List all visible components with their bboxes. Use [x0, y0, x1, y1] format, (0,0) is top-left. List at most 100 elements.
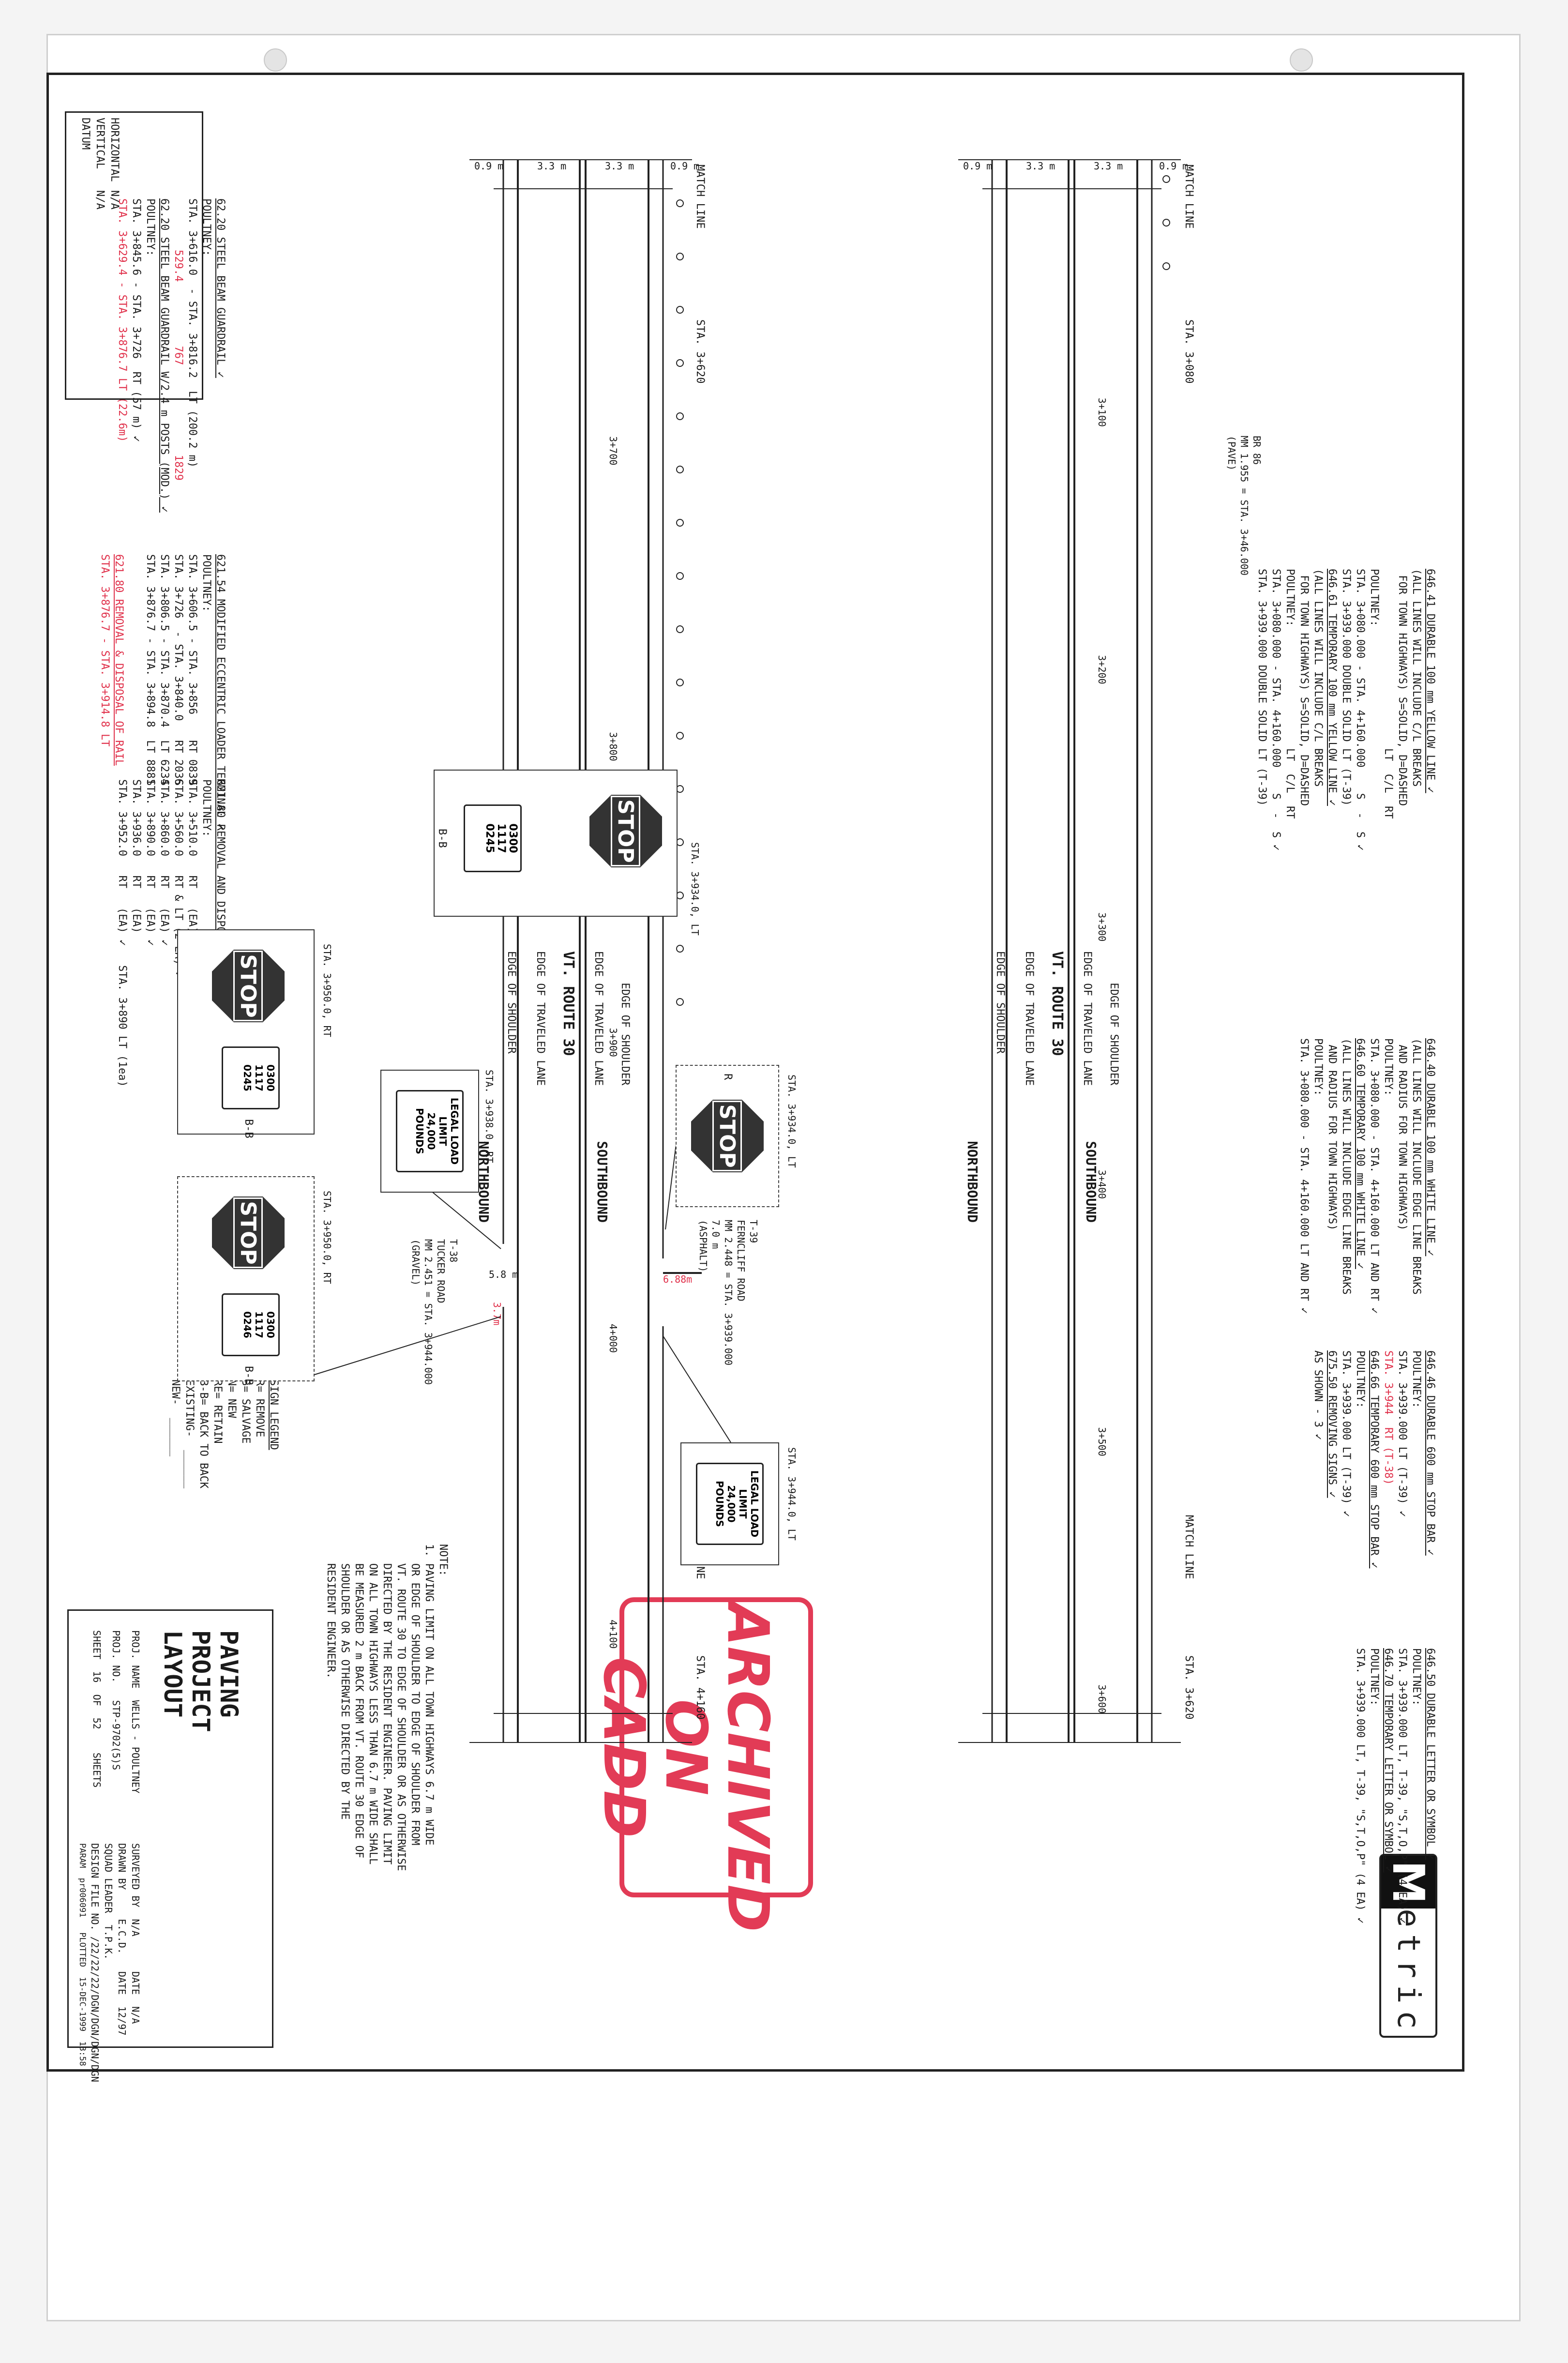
sign-station: STA. 3+934.0, LT [786, 1075, 798, 1168]
upper-plan-station-label: 3+600 [1096, 1684, 1108, 1713]
upper-plan-etl-bot: EDGE OF TRAVELED LANE [1023, 951, 1035, 1086]
guidepost-icon [1162, 219, 1170, 227]
sign-panel-s2: STOP R [676, 1065, 779, 1207]
sign-station: STA. 3+938.0, RT [483, 1070, 495, 1163]
upper-plan-station-label: 3+500 [1096, 1427, 1108, 1456]
upper-plan-station-label: 3+200 [1096, 655, 1108, 684]
punch-hole [1290, 48, 1313, 72]
upper-plan-station-label: 3+400 [1096, 1170, 1108, 1199]
lower-plan-station-label: 4+100 [607, 1620, 619, 1649]
upper-plan-match-sta: STA. 3+080 [1183, 319, 1195, 383]
lower-plan-dim-label: 0.9 m [474, 160, 503, 172]
sign-leader [665, 1132, 678, 1230]
lower-plan-dim-label: 3.3 m [537, 160, 566, 172]
dim-6-88: 6.88m [663, 1273, 692, 1285]
upper-plan-match-label: MATCH LINE [1183, 165, 1195, 228]
t38-label: T-38TUCKER ROADMM 2.451 = STA. 3+944.000… [410, 1239, 459, 1385]
upper-plan-northbound: NORTHBOUND [965, 1141, 980, 1223]
guidepost-icon [676, 519, 684, 527]
upper-plan-eos-top: EDGE OF SHOULDER [1108, 983, 1120, 1086]
guidepost-icon [676, 785, 684, 793]
stop-sign-icon: STOP [589, 795, 662, 867]
sign-leader [430, 1190, 501, 1249]
upper-plan-dim-label: 3.3 m [1094, 160, 1123, 172]
upper-plan-dim-label: 0.9 m [1159, 160, 1188, 172]
lower-plan-station-label: 3+900 [607, 1028, 619, 1057]
guidepost-icon [1162, 262, 1170, 270]
lower-plan-etl-bot: EDGE OF TRAVELED LANE [534, 951, 546, 1086]
guidepost-icon [676, 892, 684, 899]
guidepost-icon [676, 306, 684, 314]
lower-plan-match-sta: STA. 4+160 [694, 1655, 706, 1719]
drawing-border [46, 73, 1464, 2072]
sign-station: STA. 3+934.0, LT [689, 842, 701, 936]
stop-sign-icon: STOP [212, 950, 285, 1022]
lower-plan-dim-label: 3.3 m [605, 160, 634, 172]
upper-plan-route: VT. ROUTE 30 [1049, 951, 1066, 1056]
upper-plan-station-label: 3+100 [1096, 398, 1108, 427]
sign-station: STA. 3+950.0, RT [321, 944, 333, 1037]
guidepost-icon [676, 359, 684, 367]
guidepost-icon [676, 466, 684, 473]
lower-plan-eos-bot: EDGE OF SHOULDER [505, 951, 517, 1054]
upper-plan-etl-top: EDGE OF TRAVELED LANE [1081, 951, 1093, 1086]
t38-opening [488, 1244, 515, 1307]
lower-plan-eos-top: EDGE OF SHOULDER [619, 983, 631, 1086]
guidepost-icon [676, 625, 684, 633]
stop-sign-icon: STOP [212, 1197, 285, 1269]
guidepost-icon [676, 732, 684, 740]
lower-plan-etl-top: EDGE OF TRAVELED LANE [592, 951, 604, 1086]
upper-plan-dim-label: 3.3 m [1026, 160, 1055, 172]
stop-sign-icon: STOP [691, 1100, 764, 1172]
sign-station: STA. 3+944.0, LT [786, 1447, 798, 1541]
lower-plan-route: VT. ROUTE 30 [560, 951, 577, 1056]
guidepost-icon [676, 679, 684, 686]
upper-plan-match-label: MATCH LINE [1183, 1515, 1195, 1579]
guidepost-icon [676, 572, 684, 580]
t39-opening [649, 1258, 677, 1326]
guidepost-icon [676, 412, 684, 420]
guidepost-icon [676, 838, 684, 846]
guidepost-icon [676, 945, 684, 953]
lower-plan-match-label: MATCH LINE [694, 165, 706, 228]
upper-plan-station-label: 3+300 [1096, 912, 1108, 941]
lower-plan-match-sta: STA. 3+620 [694, 319, 706, 383]
sign-code: R [722, 1074, 734, 1080]
sign-station: STA. 3+950.0, RT [321, 1191, 333, 1284]
lower-plan-station-label: 3+700 [607, 436, 619, 465]
lower-plan-southbound: SOUTHBOUND [594, 1141, 610, 1223]
sign-code: B-B [242, 1119, 255, 1138]
upper-plan-eos-bot: EDGE OF SHOULDER [994, 951, 1006, 1054]
lower-plan-station-label: 3+800 [607, 732, 619, 761]
upper-plan-match-sta: STA. 3+620 [1183, 1655, 1195, 1719]
sign-leader [663, 1335, 731, 1443]
punch-hole [264, 48, 287, 72]
t39-label: T-39FERNCLIFF ROADMM 2.448 = STA. 3+939.… [697, 1220, 759, 1365]
lower-plan-dim-label: 0.9 m [670, 160, 699, 172]
upper-plan-southbound: SOUTHBOUND [1083, 1141, 1099, 1223]
dim-5-8: 5.8 m [489, 1269, 518, 1280]
sign-code: B-B [436, 829, 448, 848]
sign-code: B-B [242, 1366, 255, 1385]
upper-plan-dim-label: 0.9 m [963, 160, 992, 172]
guidepost-icon [1162, 175, 1170, 183]
lower-plan-station-label: 4+000 [607, 1324, 619, 1353]
guidepost-icon [676, 199, 684, 207]
bridge-label: BR 86MM 1.955 = STA. 3+46.000(PAVE) [1226, 436, 1263, 576]
guidepost-icon [676, 998, 684, 1006]
dim-3-7: 3.7m [491, 1302, 503, 1325]
guidepost-icon [676, 253, 684, 260]
plan-sheet-rotated: M etric ARCHIVED ON CADD 646.41 DURABLE … [53, 77, 1457, 2082]
sign-leader [314, 1316, 501, 1375]
